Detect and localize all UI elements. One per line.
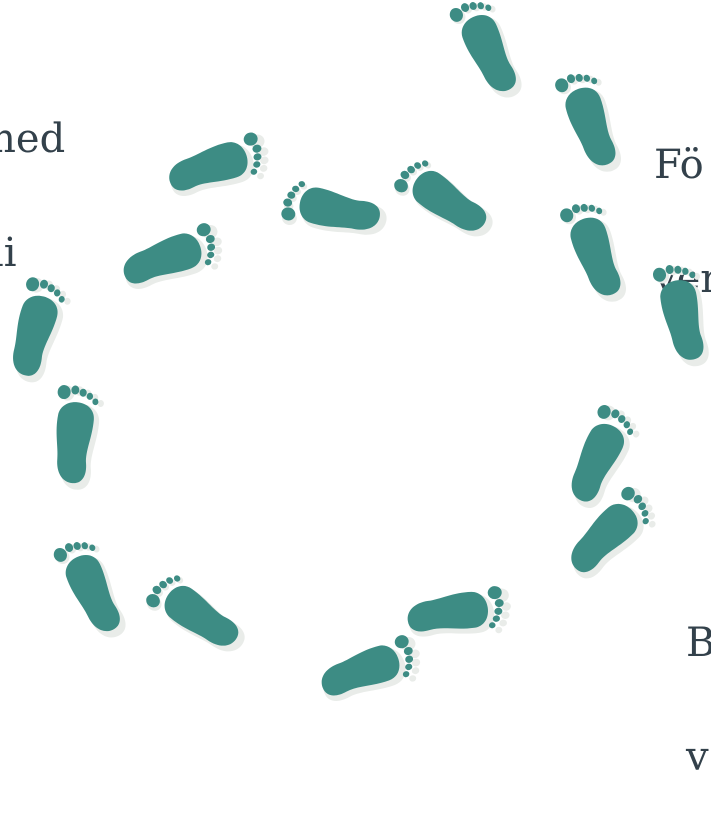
footprint-icon xyxy=(51,533,130,639)
footprint-circle xyxy=(0,0,711,703)
footprint-icon xyxy=(447,0,526,99)
text-line: v xyxy=(686,738,711,776)
